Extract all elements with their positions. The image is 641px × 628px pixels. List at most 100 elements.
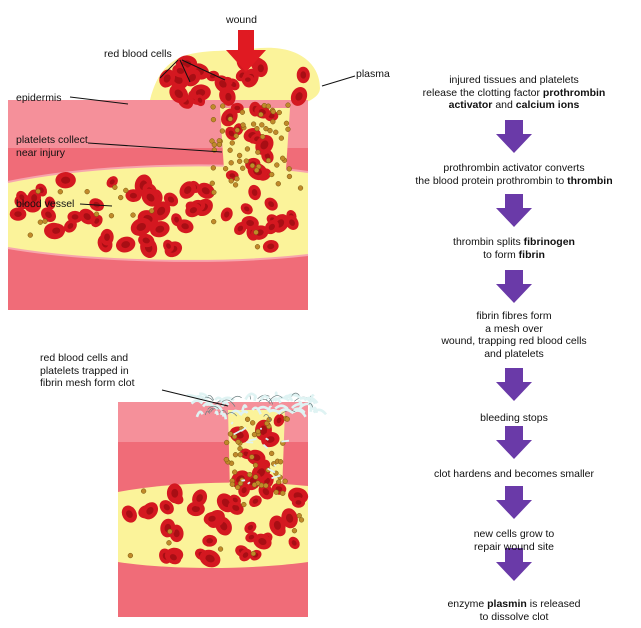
platelet [274,163,279,168]
platelet [241,502,246,507]
platelet [252,482,257,487]
platelet [276,480,281,485]
platelet [254,168,259,173]
platelet [233,452,238,457]
platelet [228,432,233,437]
platelet [141,489,146,494]
leader-plasma [322,76,355,86]
platelet [280,491,285,496]
platelet [259,122,264,127]
platelet [271,109,276,114]
platelet [211,219,216,224]
down-arrow [496,194,532,227]
platelet [112,185,117,190]
platelet [211,190,216,195]
label-red-blood-cells: red blood cells [104,48,172,61]
platelet [251,551,256,556]
step-8: enzyme plasmin is releasedto dissolve cl… [384,598,641,623]
platelet [109,213,114,218]
step-5: bleeding stops [384,412,641,425]
step-1: injured tissues and plateletsrelease the… [384,74,641,112]
platelet [223,166,228,171]
down-arrow [496,120,532,153]
fibrin-strand [311,407,312,412]
platelet [220,104,225,109]
platelet [254,230,259,235]
platelet [247,472,252,477]
platelet [212,142,217,147]
platelet [218,547,223,552]
platelet [238,481,243,486]
platelet [94,212,99,217]
platelet [245,417,250,422]
platelet [298,186,303,191]
platelet [229,178,234,183]
label-blood-vessel: blood vessel [16,198,74,211]
label-wound: wound [226,14,257,27]
platelet [253,475,258,480]
platelet [287,166,292,171]
platelet [250,420,255,425]
platelet [131,213,136,218]
down-arrow [496,426,532,459]
platelet [217,142,222,147]
step-6: clot hardens and becomes smaller [384,468,641,481]
step-7: new cells grow torepair wound site [384,528,641,553]
platelet [264,126,269,131]
step-4: fibrin fibres forma mesh overwound, trap… [384,310,641,360]
platelet [240,166,245,171]
platelet [211,104,216,109]
platelet [292,528,297,533]
label-clot: red blood cells and platelets trapped in… [40,352,135,390]
platelet [266,158,271,163]
platelet [237,153,242,158]
platelet [118,195,123,200]
platelet [233,182,238,187]
platelet [238,446,243,451]
platelet [230,141,235,146]
platelet [238,452,243,457]
platelet [224,440,229,445]
platelet [259,483,264,488]
platelet [255,126,260,131]
platelet [263,483,268,488]
platelet [252,432,257,437]
platelet [232,470,237,475]
platelet [274,490,279,495]
platelet [211,117,216,122]
platelet [269,172,274,177]
down-arrow [496,270,532,303]
platelet [284,121,289,126]
platelet [244,159,249,164]
platelet [251,122,256,127]
platelet [230,482,235,487]
platelet [168,529,173,534]
platelet [220,129,225,134]
platelet [258,112,263,117]
platelet [279,136,284,141]
platelet [43,219,48,224]
platelet [224,457,229,462]
platelet [253,463,258,468]
platelet [235,128,240,133]
step-2: prothrombin activator convertsthe blood … [384,162,641,187]
platelet [245,147,250,152]
platelet [269,451,274,456]
fibrin-strand [274,465,276,466]
fibrin-strand [314,410,326,415]
platelet [167,540,172,545]
platelet [285,417,290,422]
platelet [280,156,285,161]
platelet [240,110,245,115]
platelet [299,517,304,522]
platelet [241,123,246,128]
platelet [249,455,254,460]
platelet [235,176,240,181]
label-platelets-collect: platelets collect near injury [16,134,88,159]
platelet [277,110,282,115]
platelet [287,174,292,179]
platelet [273,130,278,135]
platelet [255,244,260,249]
platelet [270,119,275,124]
